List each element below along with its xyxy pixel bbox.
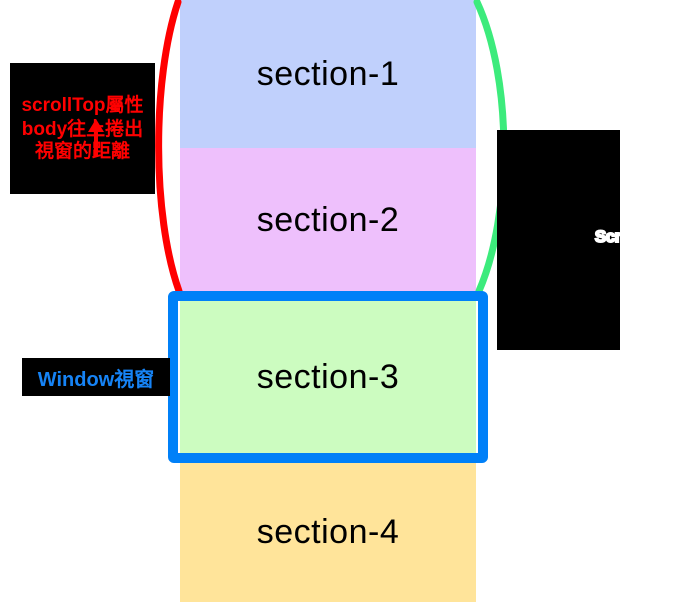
- scrolltop-annotation: scrollTop屬性 body往上捲出 視窗的距離: [10, 63, 155, 194]
- window-viewport-label: Window視窗: [22, 358, 170, 396]
- section-label-4: section-4: [256, 512, 400, 551]
- left-arc-scrolltop-range: [155, 0, 183, 295]
- scrolltop-desc-line-1: body往上捲出: [21, 119, 144, 141]
- scrolltop-desc-line-2: 視窗的距離: [34, 140, 130, 162]
- section-block-4: section-4: [180, 462, 476, 602]
- section-label-3: section-3: [256, 357, 400, 396]
- scrollheight-annotation-box: [497, 130, 620, 350]
- section-block-2: section-2: [180, 148, 476, 292]
- scrolltop-title: scrollTop屬性: [21, 95, 144, 117]
- window-label-text: Window視窗: [37, 368, 155, 391]
- section-block-1: section-1: [180, 0, 476, 148]
- section-label-1: section-1: [256, 54, 400, 93]
- scrollheight-annotation-text: Scroll: [594, 227, 641, 247]
- section-label-2: section-2: [256, 200, 400, 239]
- section-block-3: section-3: [180, 292, 476, 462]
